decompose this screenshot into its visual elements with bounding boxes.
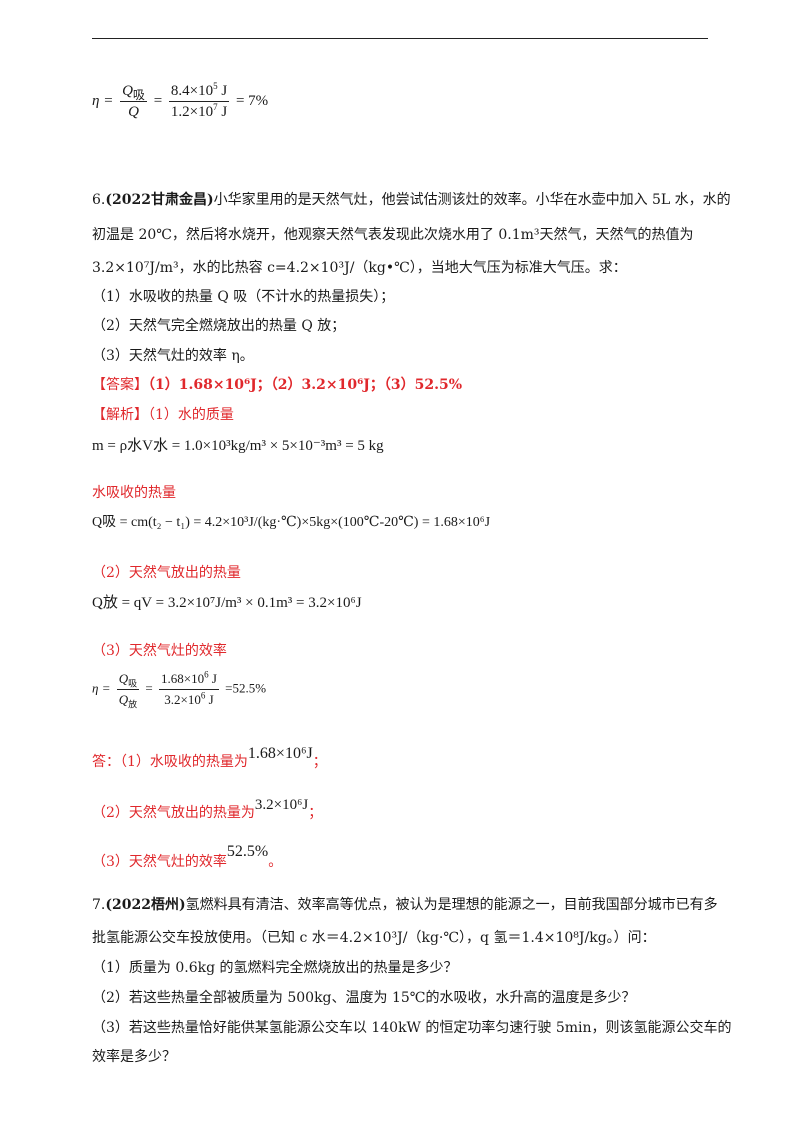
efficiency-formula-top: η = Q吸 Q = 8.4×105 J 1.2×107 J = 7% [92,81,269,121]
q6-sub3: （3）天然气灶的效率 η。 [92,348,254,364]
step3-label: （3）天然气灶的效率 [92,643,227,659]
step2-label: （2）天然气放出的热量 [92,565,241,581]
step2-formula: Q放 = qV = 3.2×10⁷J/m³ × 0.1m³ = 3.2×10⁶J [92,595,362,611]
answer-text: （1）1.68×10⁶J；（2）3.2×10⁶J；（3）52.5% [148,377,463,393]
eff-fraction-values: 1.68×106 J 3.2×106 J [158,669,219,707]
q6-sub2: （2）天然气完全燃烧放出的热量 Q 放； [92,318,346,334]
mass-formula: m = ρ水V水 = 1.0×10³kg/m³ × 5×10⁻³m³ = 5 k… [92,438,384,454]
header-rule [92,38,708,39]
formula-fraction-q: Q吸 Q [120,83,147,120]
answer-line2: （2）天然气放出的热量为3.2×10⁶J； [92,797,323,821]
q6-sub1: （1）水吸收的热量 Q 吸（不计水的热量损失）； [92,289,395,305]
answer-line1: 答：（1）水吸收的热量为1.68×10⁶J； [92,745,327,770]
q7-sub3b: 效率是多少？ [92,1049,176,1065]
formula-lhs: η = [92,92,114,109]
formula-result: = 7% [235,92,269,109]
efficiency-formula: η = Q吸 Q放 = 1.68×106 J 3.2×106 J =52.5% [92,669,267,710]
q6-answer: 【答案】（1）1.68×10⁶J；（2）3.2×10⁶J；（3）52.5% [92,375,462,395]
q7-line2: 批氢能源公交车投放使用。（已知 c 水＝4.2×10³J/（kg·℃），q 氢＝… [92,930,656,946]
q6-number: 6. [92,192,106,208]
answer-tag: 【答案】 [92,377,148,393]
analysis-tag: 【解析】 [92,407,148,423]
q7-source: (2022梧州) [105,897,186,913]
analysis-text: （1）水的质量 [148,407,234,423]
q6-line1: 6.(2022甘肃金昌)小华家里用的是天然气灶，他尝试估测该灶的效率。小华在水壶… [92,192,731,208]
q7-sub2: （2）若这些热量全部被质量为 500kg、温度为 15℃的水吸收，水升高的温度是… [92,990,636,1006]
q7-sub1: （1）质量为 0.6kg 的氢燃料完全燃烧放出的热量是多少？ [92,960,458,976]
heat-formula: Q吸 = cm(t₂ − t₁) = 4.2×10³J/(kg·℃)×5kg×(… [92,515,491,530]
answer-line3: （3）天然气灶的效率52.5%。 [92,843,283,870]
q6-analysis: 【解析】（1）水的质量 [92,405,234,425]
q7-line1: 7.(2022梧州)氢燃料具有清洁、效率高等优点，被认为是理想的能源之一，目前我… [92,897,718,913]
q7-number: 7. [92,897,106,913]
formula-fraction-values: 8.4×105 J 1.2×107 J [168,81,230,120]
q7-sub3a: （3）若这些热量恰好能供某氢能源公交车以 140kW 的恒定功率匀速行驶 5mi… [92,1020,732,1036]
eff-fraction-q: Q吸 Q放 [116,671,140,710]
q6-line2: 初温是 20℃，然后将水烧开，他观察天然气表发现此次烧水用了 0.1m³天然气，… [92,227,694,243]
heat-label: 水吸收的热量 [92,485,176,501]
q6-line3: 3.2×10⁷J/m³，水的比热容 c=4.2×10³J/（kg•℃），当地大气… [92,260,627,276]
q6-source: (2022甘肃金昌) [105,192,214,208]
